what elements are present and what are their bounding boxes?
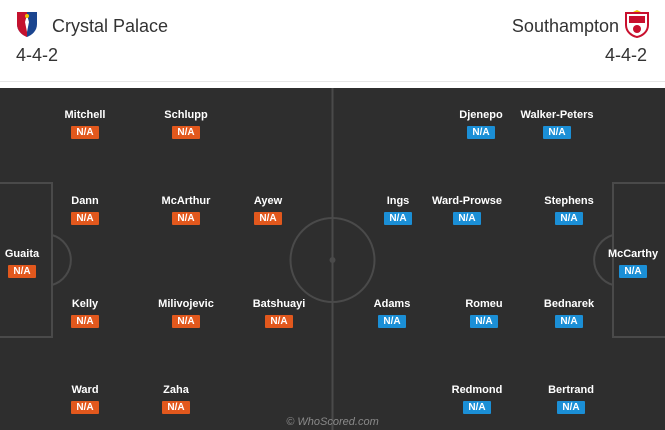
player-name: Dann: [71, 195, 99, 207]
player-name: Redmond: [451, 384, 503, 396]
home-player-defender[interactable]: Dann N/A: [45, 195, 125, 226]
home-player-defender[interactable]: Ward N/A: [45, 384, 125, 415]
player-name: Bertrand: [548, 384, 594, 396]
player-rating: N/A: [172, 315, 200, 328]
away-player-midfielder[interactable]: Redmond N/A: [437, 384, 517, 415]
player-rating: N/A: [557, 401, 585, 414]
player-name: McArthur: [161, 195, 211, 207]
away-player-forward[interactable]: Ings N/A: [358, 195, 438, 226]
pitch: Guaita N/A Mitchell N/A Dann N/A Kelly N…: [0, 88, 665, 430]
player-name: Ayew: [253, 195, 283, 207]
home-team-name: Crystal Palace: [52, 16, 169, 36]
southampton-crest-icon: [625, 10, 649, 38]
away-player-defender[interactable]: Bednarek N/A: [529, 298, 609, 329]
home-player-midfielder[interactable]: McArthur N/A: [146, 195, 226, 226]
match-header: Crystal Palace 4-4-2 Southampton 4-4-2: [0, 0, 665, 88]
header-divider: [0, 81, 665, 82]
player-rating: N/A: [254, 212, 282, 225]
player-name: Ings: [386, 195, 410, 207]
home-player-forward[interactable]: Batshuayi N/A: [239, 298, 319, 329]
player-name: Mitchell: [64, 109, 106, 121]
away-player-midfielder[interactable]: Ward-Prowse N/A: [427, 195, 507, 226]
player-rating: N/A: [543, 126, 571, 139]
home-player-defender[interactable]: Mitchell N/A: [45, 109, 125, 140]
home-player-defender[interactable]: Kelly N/A: [45, 298, 125, 329]
pitch-markings: [0, 88, 665, 430]
player-name: Adams: [373, 298, 411, 310]
away-player-midfielder[interactable]: Romeu N/A: [444, 298, 524, 329]
crystal-palace-crest-icon: [17, 12, 37, 37]
away-formation: 4-4-2: [604, 45, 647, 65]
player-name: Romeu: [465, 298, 503, 310]
player-rating: N/A: [71, 212, 99, 225]
player-name: McCarthy: [607, 248, 659, 260]
player-rating: N/A: [555, 315, 583, 328]
player-name: Stephens: [544, 195, 594, 207]
home-player-forward[interactable]: Ayew N/A: [228, 195, 308, 226]
home-player-midfielder[interactable]: Schlupp N/A: [146, 109, 226, 140]
home-player-goalkeeper[interactable]: Guaita N/A: [0, 248, 62, 279]
player-name: Schlupp: [164, 109, 208, 121]
player-name: Kelly: [71, 298, 99, 310]
player-rating: N/A: [172, 126, 200, 139]
away-player-forward[interactable]: Adams N/A: [352, 298, 432, 329]
away-player-defender[interactable]: Walker-Peters N/A: [517, 109, 597, 140]
player-rating: N/A: [71, 126, 99, 139]
player-name: Djenepo: [459, 109, 503, 121]
home-player-midfielder[interactable]: Zaha N/A: [136, 384, 216, 415]
player-name: Guaita: [4, 248, 40, 260]
player-name: Milivojevic: [158, 298, 214, 310]
away-player-defender[interactable]: Stephens N/A: [529, 195, 609, 226]
player-rating: N/A: [71, 315, 99, 328]
player-rating: N/A: [555, 212, 583, 225]
player-rating: N/A: [470, 315, 498, 328]
watermark: © WhoScored.com: [286, 416, 379, 428]
player-name: Ward-Prowse: [432, 195, 502, 207]
player-rating: N/A: [71, 401, 99, 414]
player-name: Batshuayi: [252, 298, 306, 310]
away-player-goalkeeper[interactable]: McCarthy N/A: [593, 248, 665, 279]
player-rating: N/A: [467, 126, 495, 139]
player-name: Walker-Peters: [520, 109, 594, 121]
player-rating: N/A: [162, 401, 190, 414]
player-rating: N/A: [453, 212, 481, 225]
away-player-midfielder[interactable]: Djenepo N/A: [441, 109, 521, 140]
away-team-name: Southampton: [511, 16, 619, 36]
away-player-defender[interactable]: Bertrand N/A: [531, 384, 611, 415]
player-rating: N/A: [172, 212, 200, 225]
player-rating: N/A: [463, 401, 491, 414]
player-name: Ward: [71, 384, 99, 396]
player-rating: N/A: [378, 315, 406, 328]
home-player-midfielder[interactable]: Milivojevic N/A: [146, 298, 226, 329]
player-rating: N/A: [619, 265, 647, 278]
player-name: Zaha: [163, 384, 189, 396]
player-rating: N/A: [8, 265, 36, 278]
home-formation: 4-4-2: [16, 45, 59, 65]
player-name: Bednarek: [543, 298, 595, 310]
player-rating: N/A: [265, 315, 293, 328]
player-rating: N/A: [384, 212, 412, 225]
